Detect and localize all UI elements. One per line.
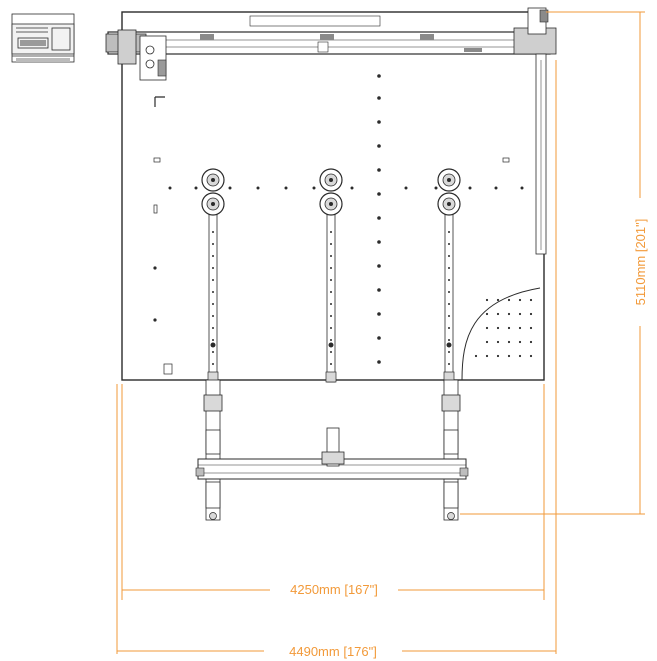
vacuum-hole-grid [153,74,533,364]
arm-hole [212,303,214,305]
vacuum-hole [518,340,522,344]
arm-hole [330,243,332,245]
arm-hole [448,339,450,341]
arm-hole [448,243,450,245]
vacuum-hole [350,186,354,190]
vacuum-hole [468,186,472,190]
loading-frame [195,379,469,521]
vacuum-hole [153,266,157,270]
arm-hole [330,363,332,365]
roller-arm [319,168,343,383]
vacuum-hole [496,354,500,358]
arm-hole [448,255,450,257]
vacuum-hole [496,326,500,330]
vacuum-hole [377,120,381,124]
vacuum-hole [494,186,498,190]
outer-width-dimension: 4490mm [176"] [289,644,377,659]
vacuum-hole [256,186,260,190]
vacuum-hole [518,312,522,316]
vacuum-hole [485,340,489,344]
arm-hole [212,243,214,245]
arm-hole [212,231,214,233]
vacuum-hole [520,186,524,190]
arm-hole [330,279,332,281]
arm-hole [448,303,450,305]
vacuum-hole [377,216,381,220]
vacuum-hole [312,186,316,190]
vacuum-hole [518,326,522,330]
vacuum-hole [377,96,381,100]
arm-hole [330,231,332,233]
vacuum-hole [507,340,511,344]
vacuum-hole [529,298,533,302]
vacuum-hole [284,186,288,190]
arm-hole [212,339,214,341]
vacuum-hole [485,354,489,358]
arm-hole [330,291,332,293]
arm-hole [330,255,332,257]
arm-hole [448,279,450,281]
arm-hole [448,363,450,365]
vacuum-hole [194,186,198,190]
arm-hole [448,291,450,293]
arm-hole [448,351,450,353]
vacuum-hole [485,298,489,302]
arm-hole [330,267,332,269]
arm-hole [448,231,450,233]
vacuum-hole [485,312,489,316]
arm-hole [330,303,332,305]
vacuum-hole [377,288,381,292]
vacuum-hole [529,312,533,316]
arm-hole [448,327,450,329]
vacuum-hole [377,144,381,148]
arm-hole [330,339,332,341]
vacuum-hole [404,186,408,190]
arm-hole [212,327,214,329]
vacuum-hole [507,298,511,302]
vacuum-hole [377,168,381,172]
vacuum-hole [485,326,489,330]
vacuum-hole [377,264,381,268]
vacuum-hole [518,354,522,358]
arm-hole [330,315,332,317]
arm-hole [330,351,332,353]
arm-hole [212,255,214,257]
vacuum-hole [228,186,232,190]
vacuum-hole [496,298,500,302]
arm-hole [212,267,214,269]
arm-hole [212,291,214,293]
vacuum-hole [518,298,522,302]
arm-hole [212,315,214,317]
vacuum-hole [377,240,381,244]
vacuum-hole [168,186,172,190]
vacuum-hole [377,336,381,340]
arm-hole [212,363,214,365]
vacuum-hole [153,318,157,322]
vacuum-hole [529,354,533,358]
control-unit [11,13,75,63]
vacuum-hole [507,326,511,330]
vacuum-hole [434,186,438,190]
arm-hole [448,315,450,317]
arm-hole [330,327,332,329]
height-dimension: 5110mm [201"] [633,219,648,306]
vacuum-hole [529,326,533,330]
inner-width-dimension: 4250mm [167"] [290,582,378,597]
arm-hole [212,351,214,353]
vacuum-hole [377,74,381,78]
arm-hole [212,279,214,281]
vacuum-hole [377,312,381,316]
vacuum-hole [529,340,533,344]
vacuum-hole [496,312,500,316]
arm-hole [448,267,450,269]
vacuum-hole [377,360,381,364]
vacuum-hole [474,354,478,358]
vacuum-hole [377,192,381,196]
vacuum-hole [507,354,511,358]
vacuum-hole [507,312,511,316]
vacuum-hole [496,340,500,344]
